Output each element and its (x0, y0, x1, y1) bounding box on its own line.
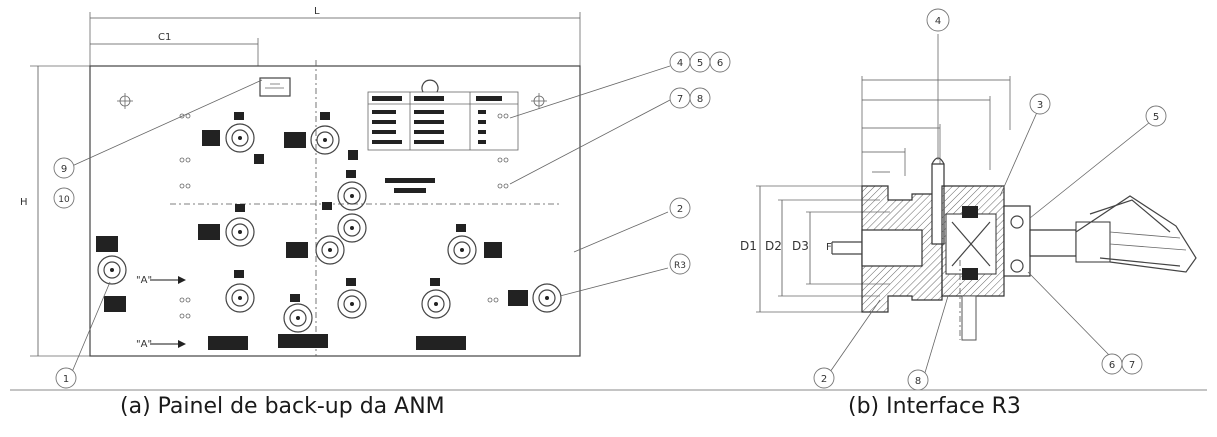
callout-label: 8 (915, 376, 921, 387)
dim-label-D2: D2 (765, 239, 782, 253)
caption-interface: (b) Interface R3 (848, 394, 1021, 419)
callout-label: 5 (697, 58, 703, 69)
dimension-C1-label: C1 (158, 32, 171, 43)
receptacle (198, 204, 255, 247)
dimension-H: H (20, 65, 90, 357)
mounting-holes (117, 93, 547, 109)
dim-label-D1: D1 (740, 239, 757, 253)
section-marker-label: "A" (136, 275, 152, 286)
callout-bubble (53, 157, 75, 179)
callout-bubble (689, 87, 711, 109)
receptacle (283, 294, 313, 333)
receptacle (202, 112, 264, 164)
callout-label: 8 (697, 94, 703, 105)
hole-pairs (179, 113, 509, 319)
receptacle (337, 278, 367, 319)
callout-label: 4 (935, 16, 941, 27)
callout-label: 2 (677, 204, 683, 215)
section-marker-label: "A" (136, 339, 152, 350)
dimension-C1: C1 (90, 32, 259, 66)
receptacle-r3 (508, 283, 562, 313)
callout-label: 1 (63, 374, 69, 385)
receptacle (96, 236, 127, 312)
valve-receptacles (96, 112, 562, 333)
dim-label-F: F (826, 242, 832, 253)
receptacle (286, 235, 345, 265)
panel-center-label (385, 178, 435, 193)
receptacle (421, 278, 451, 319)
callout-bubble (1121, 353, 1143, 375)
callout-label: 6 (1109, 360, 1115, 371)
callout-bubble (1145, 105, 1167, 127)
caption-panel: (a) Painel de back-up da ANM (120, 394, 445, 419)
dimension-L-label: L (314, 6, 320, 17)
callout-bubble (1029, 93, 1051, 115)
callout-label: 7 (677, 94, 683, 105)
callout-label: 2 (821, 374, 827, 385)
callout-bubble (53, 187, 75, 209)
callout-bubble (669, 197, 691, 219)
panel-callouts: 9 10 1 4 5 6 7 8 2 R3 (53, 51, 731, 389)
backup-panel-drawing: L C1 H (20, 6, 731, 389)
panel-outline (89, 65, 581, 357)
receptacle (284, 112, 358, 160)
callout-bubble (813, 367, 835, 389)
section-markers: "A" "A" (136, 275, 186, 350)
callout-label: R3 (674, 261, 686, 271)
interface-r3-drawing: D1 D2 D3 F (740, 8, 1197, 391)
receptacle (322, 202, 367, 243)
callout-bubble (55, 367, 77, 389)
bottom-labels (208, 334, 466, 350)
interface-body (831, 157, 1197, 341)
receptacle (447, 224, 502, 265)
nameplate (259, 77, 291, 97)
dim-label-D3: D3 (792, 239, 809, 253)
receptacle (337, 170, 367, 211)
callout-label: 4 (677, 58, 683, 69)
dimension-L: L (89, 6, 581, 66)
callout-label: 10 (58, 195, 70, 205)
callout-label: 6 (717, 58, 723, 69)
callout-bubble (926, 8, 950, 32)
receptacle (225, 270, 255, 313)
callout-label: 9 (61, 164, 67, 175)
dimension-H-label: H (20, 197, 28, 208)
interface-callouts: 4 3 5 2 8 6 7 (813, 8, 1167, 391)
callout-label: 5 (1153, 112, 1159, 123)
interface-dimensions (861, 76, 1011, 196)
callout-bubble (669, 253, 691, 275)
valve-torque-table (367, 79, 519, 151)
callout-label: 3 (1037, 100, 1043, 111)
callout-label: 7 (1129, 360, 1135, 371)
callout-bubble (709, 51, 731, 73)
